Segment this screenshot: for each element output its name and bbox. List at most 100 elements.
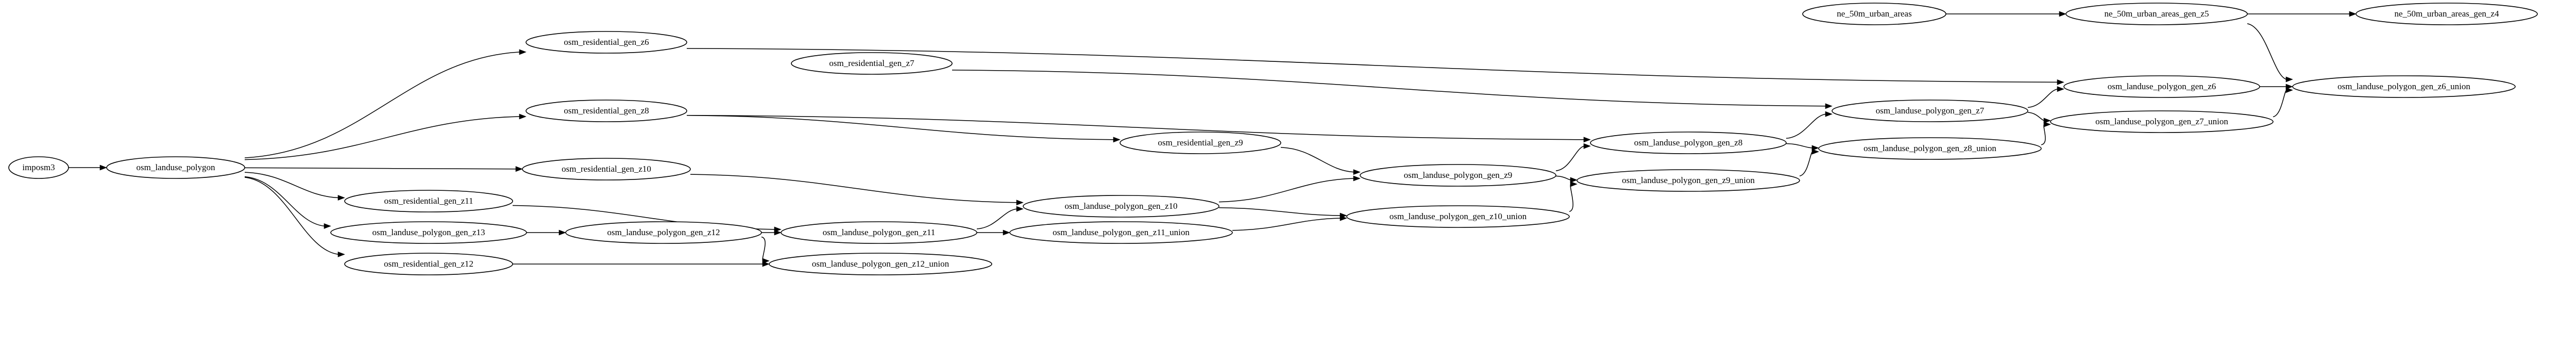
edge-arrowhead-icon	[515, 166, 523, 172]
node-label: osm_landuse_polygon_gen_z9_union	[1622, 175, 1755, 185]
node-ellipse-shape[interactable]	[344, 253, 513, 275]
graph-edge	[244, 177, 339, 255]
graph-edge	[1232, 218, 1341, 231]
node-ellipse-shape[interactable]	[791, 52, 953, 75]
graph-edge	[1569, 184, 1573, 212]
graph-node[interactable]: osm_landuse_polygon_gen_z11_union	[1009, 221, 1233, 244]
graph-node[interactable]: osm_landuse_polygon_gen_z10	[1023, 195, 1219, 218]
graph-node[interactable]: osm_landuse_polygon_gen_z7	[1832, 100, 2028, 122]
edge-arrowhead-icon	[2057, 86, 2064, 92]
node-ellipse-shape[interactable]	[1832, 100, 2028, 122]
graph-node[interactable]: osm_landuse_polygon_gen_z12_union	[769, 253, 992, 275]
graph-edge	[244, 116, 520, 160]
graph-node[interactable]: osm_landuse_polygon_gen_z8_union	[1818, 137, 2042, 160]
node-ellipse-shape[interactable]	[106, 156, 245, 179]
edge-arrowhead-icon	[2285, 76, 2293, 83]
node-label: osm_landuse_polygon_gen_z10	[1064, 201, 1177, 211]
edge-arrowhead-icon	[2043, 121, 2051, 127]
graph-edge	[2273, 90, 2287, 118]
node-ellipse-shape[interactable]	[526, 100, 687, 122]
node-label: osm_landuse_polygon_gen_z7_union	[2095, 117, 2228, 126]
graph-node[interactable]: osm_residential_gen_z7	[791, 52, 953, 75]
node-ellipse-shape[interactable]	[2050, 110, 2274, 133]
graph-node[interactable]: osm_landuse_polygon_gen_z7_union	[2050, 110, 2274, 133]
graph-node[interactable]: osm_landuse_polygon_gen_z9	[1360, 164, 1556, 187]
edge-arrowhead-icon	[2059, 11, 2066, 17]
node-ellipse-shape[interactable]	[522, 158, 691, 180]
graph-edge	[2027, 88, 2058, 108]
node-ellipse-shape[interactable]	[2063, 75, 2260, 98]
node-label: osm_landuse_polygon_gen_z8_union	[1863, 143, 1996, 153]
node-label: osm_landuse_polygon_gen_z12_union	[812, 259, 950, 269]
edge-arrowhead-icon	[1570, 181, 1578, 187]
graph-node[interactable]: osm_residential_gen_z9	[1120, 131, 1281, 154]
node-label: osm_landuse_polygon_gen_z12	[607, 227, 720, 237]
graph-node[interactable]: osm_landuse_polygon_gen_z11	[781, 221, 977, 244]
graph-node[interactable]: osm_residential_gen_z11	[344, 190, 513, 212]
node-label: osm_landuse_polygon_gen_z13	[372, 227, 485, 237]
node-ellipse-shape[interactable]	[1360, 164, 1556, 187]
edge-arrowhead-icon	[2057, 79, 2064, 85]
edge-arrowhead-icon	[1016, 206, 1024, 212]
graph-edge	[686, 114, 1114, 140]
graph-node[interactable]: ne_50m_urban_areas_gen_z5	[2065, 3, 2248, 25]
graph-node[interactable]: osm_landuse_polygon_gen_z10_union	[1346, 205, 1570, 228]
graph-node[interactable]: osm_landuse_polygon_gen_z6_union	[2292, 75, 2516, 98]
node-label: imposm3	[22, 162, 55, 172]
node-ellipse-shape[interactable]	[1009, 221, 1233, 244]
graph-edge	[690, 174, 1018, 203]
node-ellipse-shape[interactable]	[1590, 131, 1787, 154]
graph-edge	[2247, 23, 2287, 80]
node-ellipse-shape[interactable]	[1802, 3, 1946, 25]
node-ellipse-shape[interactable]	[1577, 169, 1800, 192]
graph-edge	[1786, 113, 1826, 139]
graph-node[interactable]: osm_landuse_polygon_gen_z6	[2063, 75, 2260, 98]
node-ellipse-shape[interactable]	[526, 31, 687, 54]
graph-edge	[2041, 124, 2046, 145]
node-label: osm_landuse_polygon_gen_z9	[1404, 170, 1513, 180]
edge-arrowhead-icon	[519, 49, 527, 55]
node-ellipse-shape[interactable]	[1346, 205, 1570, 228]
edge-arrowhead-icon	[1825, 103, 1833, 109]
graph-node[interactable]: imposm3	[8, 156, 69, 179]
edge-arrowhead-icon	[1353, 175, 1361, 182]
nodes-layer: imposm3 osm_landuse_polygon osm_residentia…	[8, 3, 2538, 275]
node-ellipse-shape[interactable]	[2292, 75, 2516, 98]
node-label: ne_50m_urban_areas_gen_z4	[2395, 9, 2499, 19]
edge-arrowhead-icon	[2285, 87, 2293, 93]
graph-edge	[1799, 151, 1813, 177]
graph-node[interactable]: osm_residential_gen_z12	[344, 253, 513, 275]
graph-node[interactable]: osm_landuse_polygon_gen_z9_union	[1577, 169, 1800, 192]
node-ellipse-shape[interactable]	[344, 190, 513, 212]
graph-node[interactable]: osm_landuse_polygon_gen_z8	[1590, 131, 1787, 154]
graph-node[interactable]: osm_landuse_polygon	[106, 156, 245, 179]
edge-arrowhead-icon	[2043, 118, 2051, 124]
node-label: osm_residential_gen_z7	[829, 58, 914, 68]
node-ellipse-shape[interactable]	[781, 221, 977, 244]
graph-node[interactable]: osm_landuse_polygon_gen_z12	[565, 221, 762, 244]
graph-node[interactable]: ne_50m_urban_areas_gen_z4	[2355, 3, 2538, 25]
edge-arrowhead-icon	[1570, 177, 1578, 183]
graph-node[interactable]: osm_landuse_polygon_gen_z13	[330, 221, 527, 244]
graph-edge	[244, 167, 517, 170]
node-label: osm_landuse_polygon_gen_z7	[1876, 106, 1985, 116]
graph-edge	[1555, 145, 1585, 171]
graph-node[interactable]: ne_50m_urban_areas	[1802, 3, 1946, 25]
edge-arrowhead-icon	[324, 223, 331, 229]
node-ellipse-shape[interactable]	[769, 253, 992, 275]
node-ellipse-shape[interactable]	[1023, 195, 1219, 218]
node-ellipse-shape[interactable]	[2355, 3, 2538, 25]
node-ellipse-shape[interactable]	[8, 156, 69, 179]
graph-node[interactable]: osm_residential_gen_z8	[526, 100, 687, 122]
node-ellipse-shape[interactable]	[1120, 131, 1281, 154]
node-ellipse-shape[interactable]	[330, 221, 527, 244]
node-ellipse-shape[interactable]	[1818, 137, 2042, 160]
graph-node[interactable]: osm_residential_gen_z10	[522, 158, 691, 180]
graph-node[interactable]: osm_residential_gen_z6	[526, 31, 687, 54]
node-ellipse-shape[interactable]	[565, 221, 762, 244]
node-label: ne_50m_urban_areas	[1837, 9, 1911, 19]
edge-arrowhead-icon	[558, 229, 566, 236]
edge-arrowhead-icon	[1340, 212, 1347, 219]
edge-arrowhead-icon	[1583, 137, 1591, 143]
node-ellipse-shape[interactable]	[2065, 3, 2248, 25]
